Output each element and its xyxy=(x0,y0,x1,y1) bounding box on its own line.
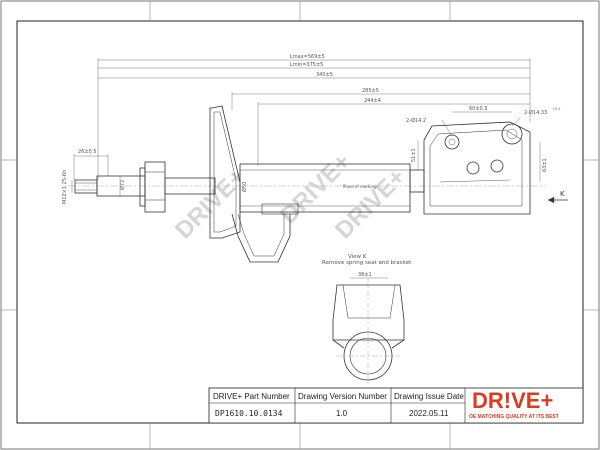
tb-header-issue-date: Drawing Issue Date xyxy=(394,392,464,401)
dim-60: 60±0.5 xyxy=(469,106,488,112)
dim-38: 38±1 xyxy=(358,272,372,278)
dim-26: 26±0.5 xyxy=(78,149,97,155)
dim-285: 285±5 xyxy=(362,88,379,94)
dim-340: 340±5 xyxy=(316,72,333,78)
view-k-note: Remove spring seat and bracket xyxy=(322,260,412,266)
dim-lmin: Lmin=375±5 xyxy=(290,62,323,68)
tb-version: 1.0 xyxy=(336,409,348,418)
tb-header-version: Drawing Version Number xyxy=(298,392,387,401)
tb-header-part-number: DRIVE+ Part Number xyxy=(213,392,290,401)
tb-issue-date: 2022.05.11 xyxy=(409,409,449,418)
k-view-marker: K xyxy=(560,190,565,198)
title-block: DRIVE+ Part Number Drawing Version Numbe… xyxy=(208,387,584,424)
watermarks: DRIVE+ DRIVE+ DRIVE+ xyxy=(170,148,411,244)
dim-244: 244±4 xyxy=(364,98,381,104)
dim-72: Ø72 xyxy=(119,180,126,190)
dim-m12: M12×1.25-6h xyxy=(62,170,68,204)
view-k-title: View K xyxy=(348,254,367,260)
strut-side-view xyxy=(68,105,545,263)
dim-63: 63±1 xyxy=(542,158,548,172)
dimension-texts: Lmax=569±5 Lmin=375±5 340±5 285±5 244±4 … xyxy=(62,54,565,204)
drive-logo: DR!VE+ xyxy=(472,388,553,413)
dim-14b-tolerance: +0.2 xyxy=(552,107,561,111)
dim-14a: 2-Ø14.2 xyxy=(406,117,426,124)
view-k-detail: View K Remove spring seat and bracket 38… xyxy=(322,254,412,385)
dimension-lines xyxy=(71,58,568,204)
drive-tagline: OE MATCHING QUALITY AT ITS BEST xyxy=(469,414,559,420)
place-marking-label: Place of marking xyxy=(343,184,377,189)
dim-51: 51±1 xyxy=(411,148,417,162)
dim-lmax: Lmax=569±5 xyxy=(290,54,325,60)
tb-part-number: DP1610.10.0134 xyxy=(215,409,283,418)
dim-14b: 2-Ø14.33 xyxy=(524,109,547,116)
dim-50: Ø50 xyxy=(241,182,248,192)
